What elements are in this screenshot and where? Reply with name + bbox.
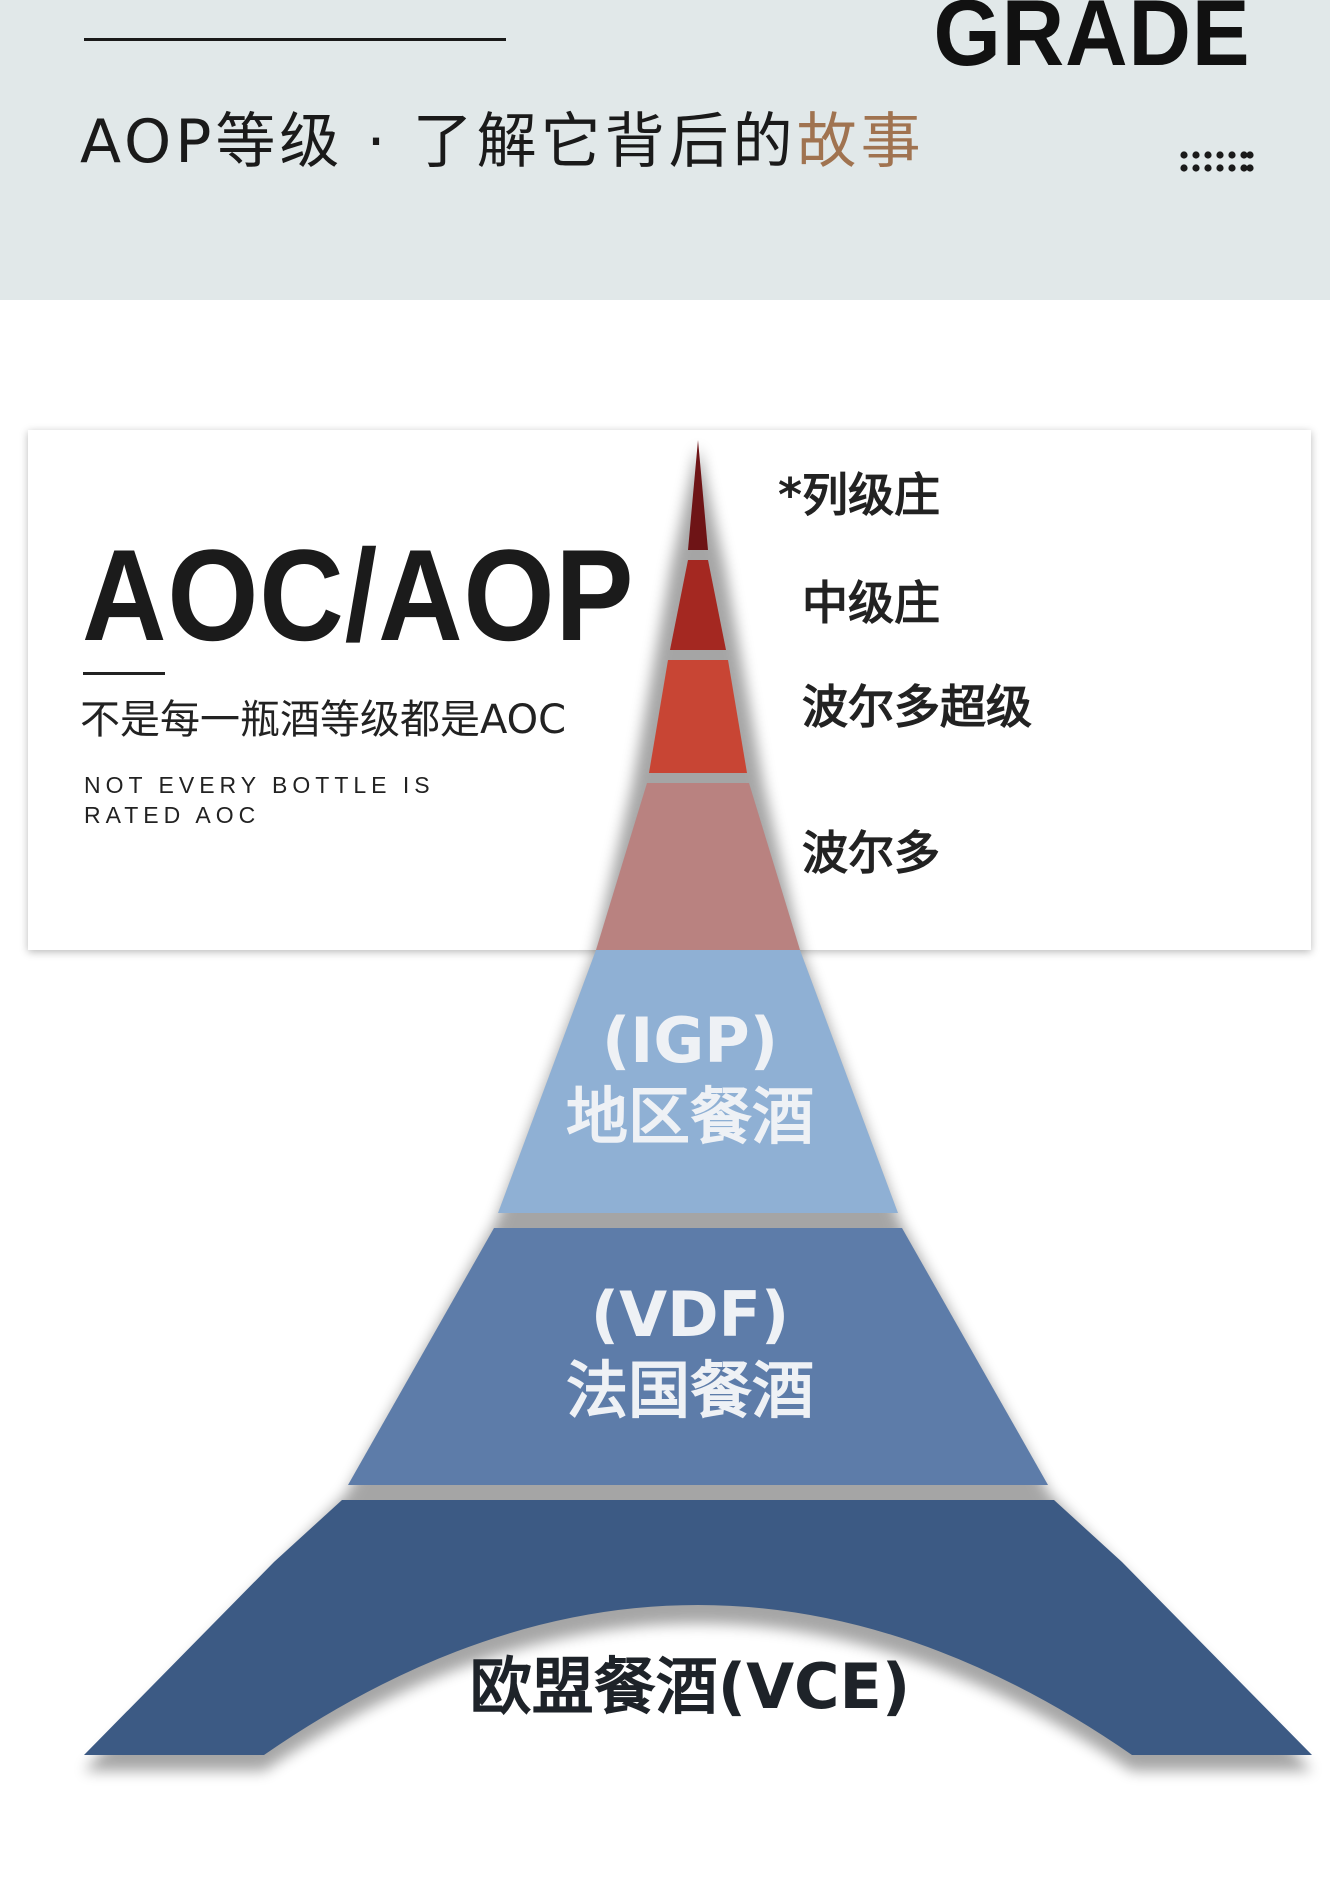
card-english-caption: NOT EVERY BOTTLE IS RATED AOC [84,770,444,830]
band-vce [84,1500,1312,1755]
vdf-name: 法国餐酒 [565,1354,814,1427]
tier-grand-cru-classe [688,440,708,550]
headline: AOP等级 · 了解它背后的故事 [80,106,925,178]
band-vdf [348,1228,1048,1485]
vdf-label: (VDF) 法国餐酒 [490,1284,890,1422]
card-subtitle: 不是每一瓶酒等级都是AOC [80,697,567,743]
headline-accent: 故事 [796,107,925,177]
vdf-code: (VDF) [590,1278,790,1351]
grade-title: GRADE [933,0,1250,85]
tier-label-cru-bourgeois: 中级庄 [802,576,940,630]
tier-bordeaux [596,783,800,950]
headline-main: AOP等级 · 了解它背后的 [80,107,797,177]
igp-code: (IGP) [601,1004,779,1077]
card-divider [83,672,165,675]
card-english-line2: RATED AOC [84,802,261,828]
igp-label: (IGP) 地区餐酒 [490,1010,890,1148]
igp-name: 地区餐酒 [565,1080,814,1153]
card-english-line1: NOT EVERY BOTTLE IS [84,772,435,798]
tier-bordeaux-superieur [649,660,747,773]
tier-label-bordeaux-superieur: 波尔多超级 [802,680,1032,734]
band-igp [498,950,898,1213]
aoc-aop-title: AOC/AOP [82,522,635,668]
tier-cru-bourgeois [670,560,726,650]
tier-label-bordeaux: 波尔多 [802,826,940,880]
vce-label: 欧盟餐酒(VCE) [469,1650,911,1723]
dots-icon [1180,151,1254,172]
header-divider [84,38,506,41]
tier-label-grand-cru: *列级庄 [778,468,941,522]
header-banner: GRADE AOP等级 · 了解它背后的故事 [0,0,1330,300]
